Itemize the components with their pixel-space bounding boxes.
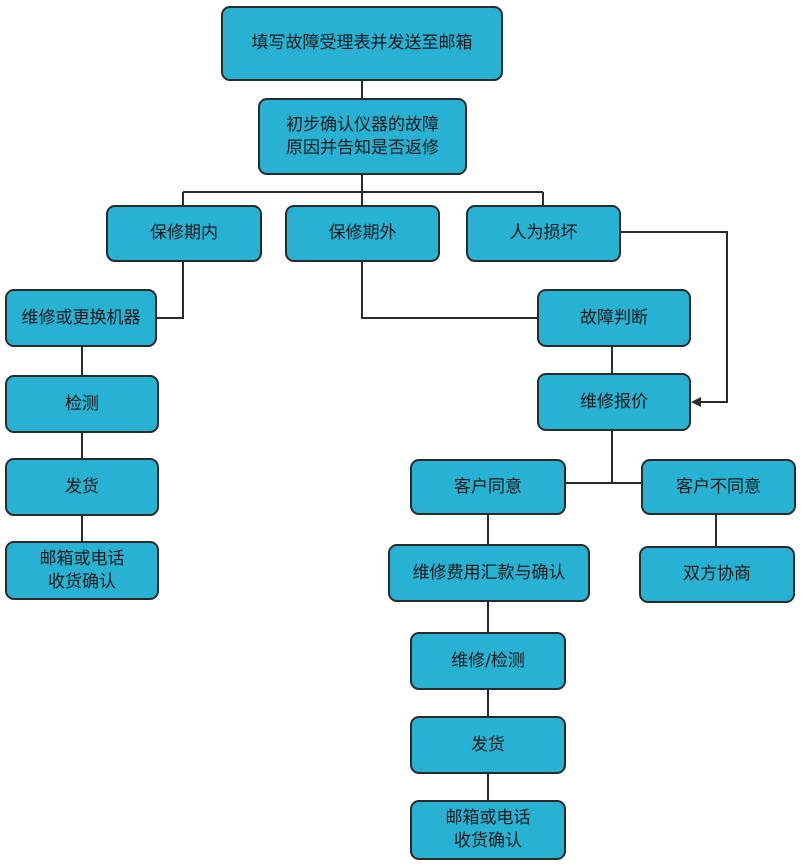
node-left-confirm: 邮箱或电话 收货确认 bbox=[5, 541, 159, 600]
node-confirm-cause: 初步确认仪器的故障 原因并告知是否返修 bbox=[258, 98, 467, 175]
node-left-inspect: 检测 bbox=[5, 375, 159, 433]
node-fill-form: 填写故障受理表并发送至邮箱 bbox=[221, 6, 503, 81]
node-in-warranty: 保修期内 bbox=[106, 205, 262, 262]
node-repair-inspect: 维修/检测 bbox=[410, 632, 566, 690]
node-repair-replace: 维修或更换机器 bbox=[5, 289, 157, 347]
connector-in-warranty-to-repair bbox=[157, 262, 184, 319]
node-human-damage: 人为损坏 bbox=[466, 205, 621, 262]
arrow-head-quote bbox=[691, 397, 701, 407]
node-out-warranty: 保修期外 bbox=[285, 205, 440, 262]
node-right-ship: 发货 bbox=[410, 716, 566, 774]
node-fault-judge: 故障判断 bbox=[537, 289, 691, 347]
node-mutual-negotiate: 双方协商 bbox=[639, 546, 795, 603]
node-repair-quote: 维修报价 bbox=[537, 373, 691, 431]
node-payment-confirm: 维修费用汇款与确认 bbox=[388, 544, 590, 602]
connector-out-warranty-to-fault bbox=[361, 262, 537, 319]
node-customer-agree: 客户同意 bbox=[410, 459, 566, 515]
node-customer-disagree: 客户不同意 bbox=[641, 459, 796, 515]
connector-human-damage-to-quote bbox=[621, 231, 728, 403]
node-right-confirm: 邮箱或电话 收货确认 bbox=[410, 800, 566, 860]
node-left-ship: 发货 bbox=[5, 458, 159, 516]
